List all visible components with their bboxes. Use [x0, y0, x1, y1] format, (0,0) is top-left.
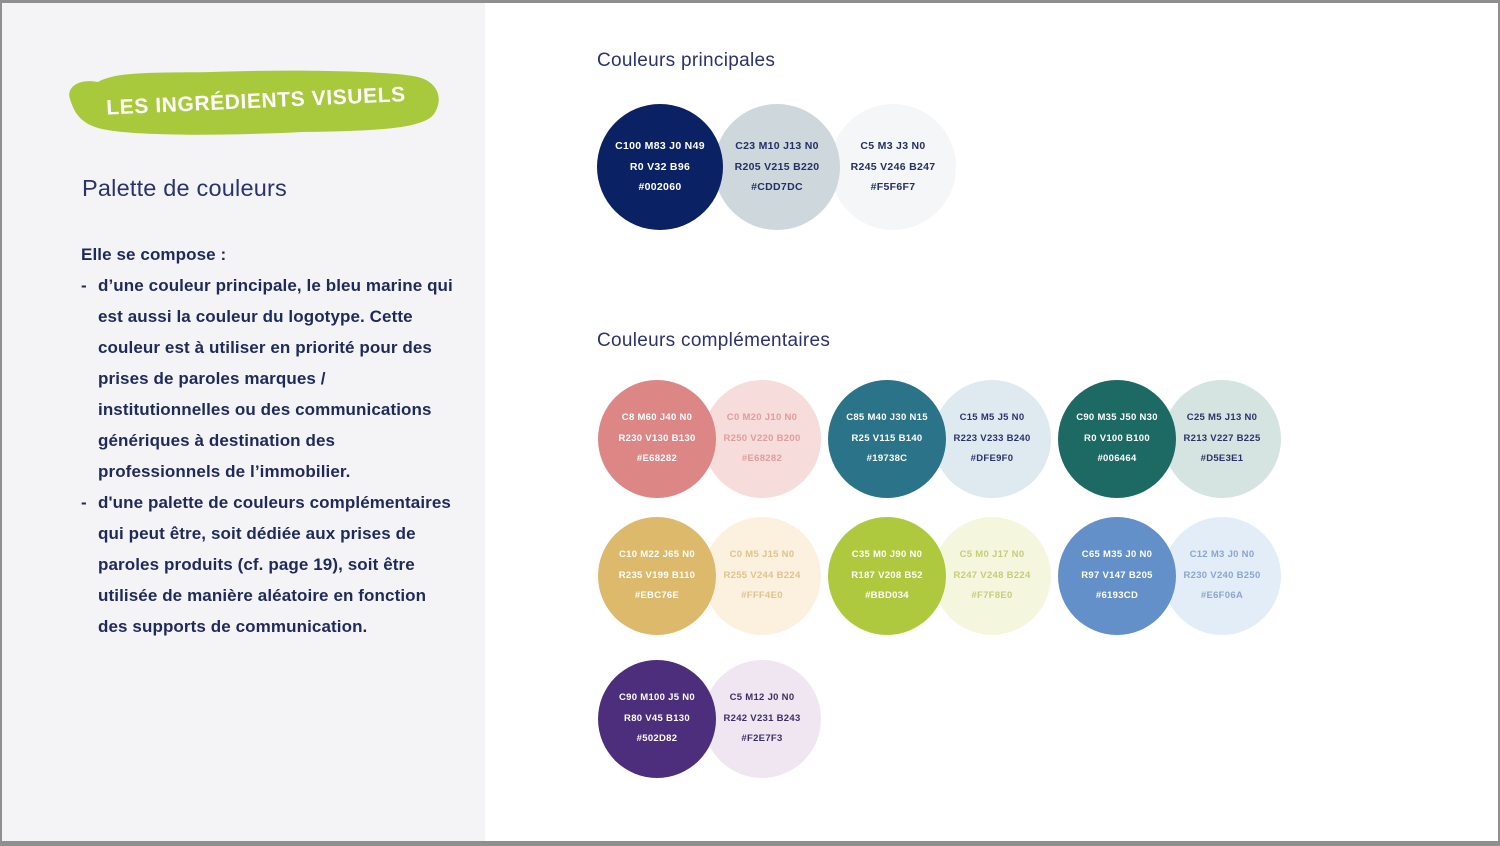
swatch-pale-lime: C5 M0 J17 N0 R247 V248 B224 #F7F8E0	[933, 517, 1051, 635]
swatch-hex: #F7F8E0	[971, 590, 1013, 602]
page-title: Palette de couleurs	[82, 175, 287, 201]
swatch-hex: #E68282	[636, 453, 678, 465]
primary-colors-heading: Couleurs principales	[597, 50, 776, 71]
swatch-blue-gray: C23 M10 J13 N0 R205 V215 B220 #CDD7DC	[714, 104, 840, 230]
swatch-blue: C65 M35 J0 N0 R97 V147 B205 #6193CD	[1058, 517, 1176, 635]
swatch-hex: #E6F06A	[1200, 590, 1244, 602]
swatch-rgb: R255 V244 B224	[723, 569, 801, 581]
swatch-cmyk: C25 M5 J13 N0	[1186, 412, 1258, 424]
swatch-off-white: C5 M3 J3 N0 R245 V246 B247 #F5F6F7	[830, 104, 956, 230]
swatch-cmyk: C90 M35 J50 N30	[1076, 412, 1158, 424]
swatch-rgb: R230 V130 B130	[618, 432, 696, 444]
swatch-rgb: R247 V248 B224	[953, 569, 1031, 581]
swatch-hex: #D5E3E1	[1200, 453, 1244, 465]
swatch-rgb: R0 V100 B100	[1084, 432, 1150, 444]
bullet-marker: -	[81, 493, 87, 512]
swatch-rgb: R25 V115 B140	[851, 432, 923, 444]
swatch-cmyk: C5 M3 J3 N0	[860, 140, 926, 153]
swatch-cmyk: C5 M12 J0 N0	[729, 692, 795, 704]
swatch-hex: #F5F6F7	[870, 181, 916, 194]
swatch-hex: #002060	[638, 181, 682, 194]
swatch-cmyk: C10 M22 J65 N0	[618, 549, 696, 561]
bullet-item: - d'une palette de couleurs complémentai…	[81, 487, 459, 642]
section-badge: LES INGRÉDIENTS VISUELS	[62, 67, 444, 137]
bullet-text: d’une couleur principale, le bleu marine…	[98, 276, 453, 481]
swatch-hex: #EBC76E	[634, 590, 680, 602]
swatch-hex: #DFE9F0	[970, 453, 1014, 465]
swatch-cmyk: C0 M5 J15 N0	[729, 549, 795, 561]
swatch-hex: #006464	[1097, 453, 1137, 465]
swatch-hex: #F2E7F3	[741, 733, 783, 745]
swatch-pale-blue: C15 M5 J5 N0 R223 V233 B240 #DFE9F0	[933, 380, 1051, 498]
swatch-mustard: C10 M22 J65 N0 R235 V199 B110 #EBC76E	[598, 517, 716, 635]
palette-content: Couleurs principales C100 M83 J0 N49 R0 …	[485, 3, 1498, 841]
swatch-hex: #502D82	[636, 733, 678, 745]
swatch-rgb: R0 V32 B96	[629, 160, 691, 173]
swatch-cmyk: C12 M3 J0 N0	[1189, 549, 1255, 561]
swatch-cmyk: C15 M5 J5 N0	[959, 412, 1025, 424]
swatch-rgb: R97 V147 B205	[1081, 569, 1153, 581]
complementary-colors-heading: Couleurs complémentaires	[597, 330, 831, 351]
bullet-list: - d’une couleur principale, le bleu mari…	[81, 270, 459, 642]
badge-blob-path	[69, 70, 439, 135]
bullet-marker: -	[81, 276, 87, 295]
intro-text: Elle se compose :	[81, 245, 227, 264]
swatch-navy: C100 M83 J0 N49 R0 V32 B96 #002060	[597, 104, 723, 230]
swatch-rgb: R205 V215 B220	[734, 160, 820, 173]
swatch-rgb: R250 V220 B200	[723, 432, 801, 444]
swatch-rgb: R213 V227 B225	[1183, 432, 1261, 444]
swatch-cmyk: C100 M83 J0 N49	[615, 140, 705, 153]
badge-blob-shape	[69, 70, 439, 135]
swatch-cmyk: C65 M35 J0 N0	[1081, 549, 1153, 561]
swatch-cmyk: C90 M100 J5 N0	[618, 692, 696, 704]
swatch-hex: #BBD034	[865, 590, 909, 602]
swatch-cmyk: C5 M0 J17 N0	[959, 549, 1025, 561]
swatch-lime: C35 M0 J90 N0 R187 V208 B52 #BBD034	[828, 517, 946, 635]
swatch-pale-lilac: C5 M12 J0 N0 R242 V231 B243 #F2E7F3	[703, 660, 821, 778]
swatch-purple: C90 M100 J5 N0 R80 V45 B130 #502D82	[598, 660, 716, 778]
swatch-rgb: R223 V233 B240	[953, 432, 1031, 444]
swatch-rgb: R230 V240 B250	[1183, 569, 1261, 581]
swatch-hex: #19738C	[866, 453, 908, 465]
swatch-hex: #E68282	[741, 453, 783, 465]
description-block: Elle se compose : - d’une couleur princi…	[81, 239, 459, 642]
swatch-hex: #CDD7DC	[751, 181, 803, 194]
swatch-rgb: R187 V208 B52	[851, 569, 923, 581]
swatch-ice-blue: C12 M3 J0 N0 R230 V240 B250 #E6F06A	[1163, 517, 1281, 635]
swatch-cream: C0 M5 J15 N0 R255 V244 B224 #FFF4E0	[703, 517, 821, 635]
swatch-cmyk: C23 M10 J13 N0	[735, 140, 819, 153]
swatch-teal: C85 M40 J30 N15 R25 V115 B140 #19738C	[828, 380, 946, 498]
sidebar: LES INGRÉDIENTS VISUELS Palette de coule…	[2, 3, 485, 841]
swatch-hex: #6193CD	[1095, 590, 1139, 602]
swatch-rgb: R245 V246 B247	[850, 160, 936, 173]
swatch-cmyk: C85 M40 J30 N15	[846, 412, 928, 424]
swatch-pale-pink: C0 M20 J10 N0 R250 V220 B200 #E68282	[703, 380, 821, 498]
swatch-cmyk: C0 M20 J10 N0	[726, 412, 798, 424]
swatch-cmyk: C35 M0 J90 N0	[851, 549, 923, 561]
swatch-hex: #FFF4E0	[741, 590, 783, 602]
swatch-rgb: R235 V199 B110	[618, 569, 696, 581]
swatch-coral: C8 M60 J40 N0 R230 V130 B130 #E68282	[598, 380, 716, 498]
swatch-dark-green: C90 M35 J50 N30 R0 V100 B100 #006464	[1058, 380, 1176, 498]
swatch-pale-sage: C25 M5 J13 N0 R213 V227 B225 #D5E3E1	[1163, 380, 1281, 498]
bullet-text: d'une palette de couleurs complémentaire…	[98, 493, 451, 636]
swatch-rgb: R80 V45 B130	[624, 712, 690, 724]
swatch-rgb: R242 V231 B243	[723, 712, 801, 724]
swatch-cmyk: C8 M60 J40 N0	[621, 412, 693, 424]
bullet-item: - d’une couleur principale, le bleu mari…	[81, 270, 459, 487]
